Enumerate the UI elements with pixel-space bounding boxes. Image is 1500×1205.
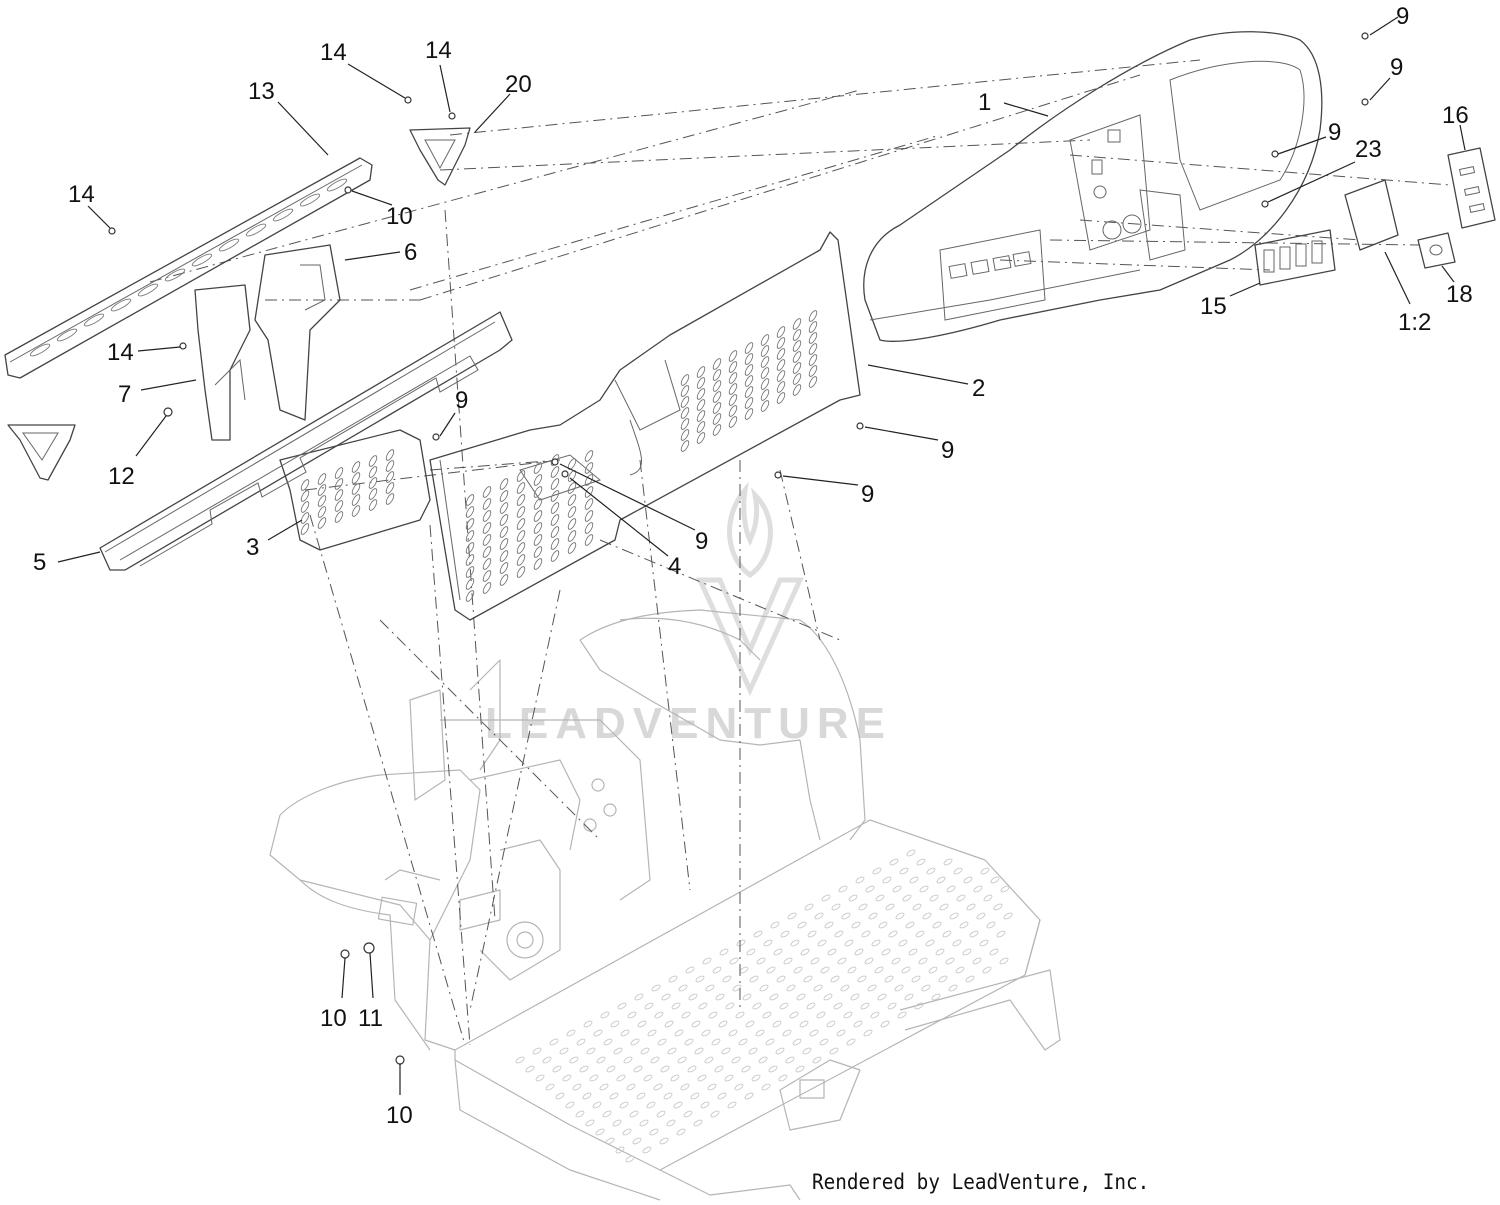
fasteners [108,32,1369,1065]
watermark-text: LEADVENTURE [485,699,892,748]
watermark-logo-icon [696,481,804,697]
bolt-10a [344,186,352,194]
dash-console-part-1 [863,31,1323,342]
perforated-panel-part-3 [279,429,431,551]
assembly-lines [149,59,1451,1046]
bolt-14c [108,227,116,235]
callout-2: 2 [972,375,985,402]
callout-9b: 9 [1390,54,1403,81]
callout-10a: 10 [386,203,413,230]
callout-23: 23 [1355,136,1382,163]
callout-5: 5 [33,549,46,576]
callout-15: 15 [1200,293,1227,320]
callout-11: 11 [358,1005,383,1032]
rail-slot-pattern [29,178,348,357]
bracket-part-6 [254,244,341,421]
washer-11 [363,942,375,954]
bolt-9f [551,458,559,466]
bolt-9c [1271,150,1279,158]
watermark: LEADVENTURE [485,481,892,748]
callout-9e: 9 [941,437,954,464]
callout-14b: 14 [425,37,452,64]
cover-part-1-2 [1344,179,1399,251]
callout-7: 7 [118,381,131,408]
triangle-bracket-left [7,424,76,481]
triangle-bracket-part-20 [409,127,471,186]
gasket-part-18 [1417,232,1456,269]
panel-3-slot-pattern [300,449,395,535]
perforated-panel-part-2 [429,231,861,621]
callout-9c: 9 [1328,119,1341,146]
callout-1-2: 1:2 [1398,309,1431,336]
bolt-9b [1361,98,1369,106]
panel-2-slot-pattern-right [680,310,818,452]
bolt-9d [856,422,864,430]
bolt-10c [395,1055,405,1065]
callout-9a: 9 [1396,3,1409,30]
callouts: 1 2 3 4 5 6 7 9 9 9 9 9 9 9 10 10 10 11 … [33,3,1473,1129]
callout-10c: 10 [386,1102,413,1129]
callout-14d: 14 [107,339,134,366]
switch-bezel-part-15 [1254,229,1336,286]
callout-10b: 10 [320,1005,347,1032]
bolt-14b [448,112,456,120]
bolt-10b [340,949,350,959]
plate-part-16 [1447,147,1496,229]
bolt-12 [163,407,173,417]
render-credit: Rendered by LeadVenture, Inc. [812,1170,1150,1194]
callout-18: 18 [1446,281,1473,308]
bracket-part-7 [194,284,251,441]
bolt-9g [432,433,440,441]
bolt-14a [404,96,412,104]
bolt-23 [1261,200,1269,208]
callout-14c: 14 [68,181,95,208]
bolt-9a [1361,32,1369,40]
bolt-9e [774,471,782,479]
chassis-frame [269,609,1061,1201]
callout-9f: 9 [861,481,874,508]
callout-1: 1 [978,89,991,116]
bolt-14d [179,342,187,350]
callout-13: 13 [248,78,275,105]
callout-14a: 14 [320,39,347,66]
floor-tread-pattern [515,849,1013,1163]
channel-trim-part-5 [99,311,513,571]
callout-12: 12 [108,463,135,490]
leader-lines [57,16,1466,1095]
bolt-4 [561,470,569,478]
top-trim-rail-part-13 [4,157,373,379]
panel-2-slot-pattern [465,450,594,602]
callout-3: 3 [246,534,259,561]
callout-9d: 9 [455,387,468,414]
callout-6: 6 [404,239,417,266]
callout-20: 20 [505,71,532,98]
callout-16: 16 [1442,102,1469,129]
callout-9g: 9 [695,528,708,555]
callout-4: 4 [668,553,681,580]
